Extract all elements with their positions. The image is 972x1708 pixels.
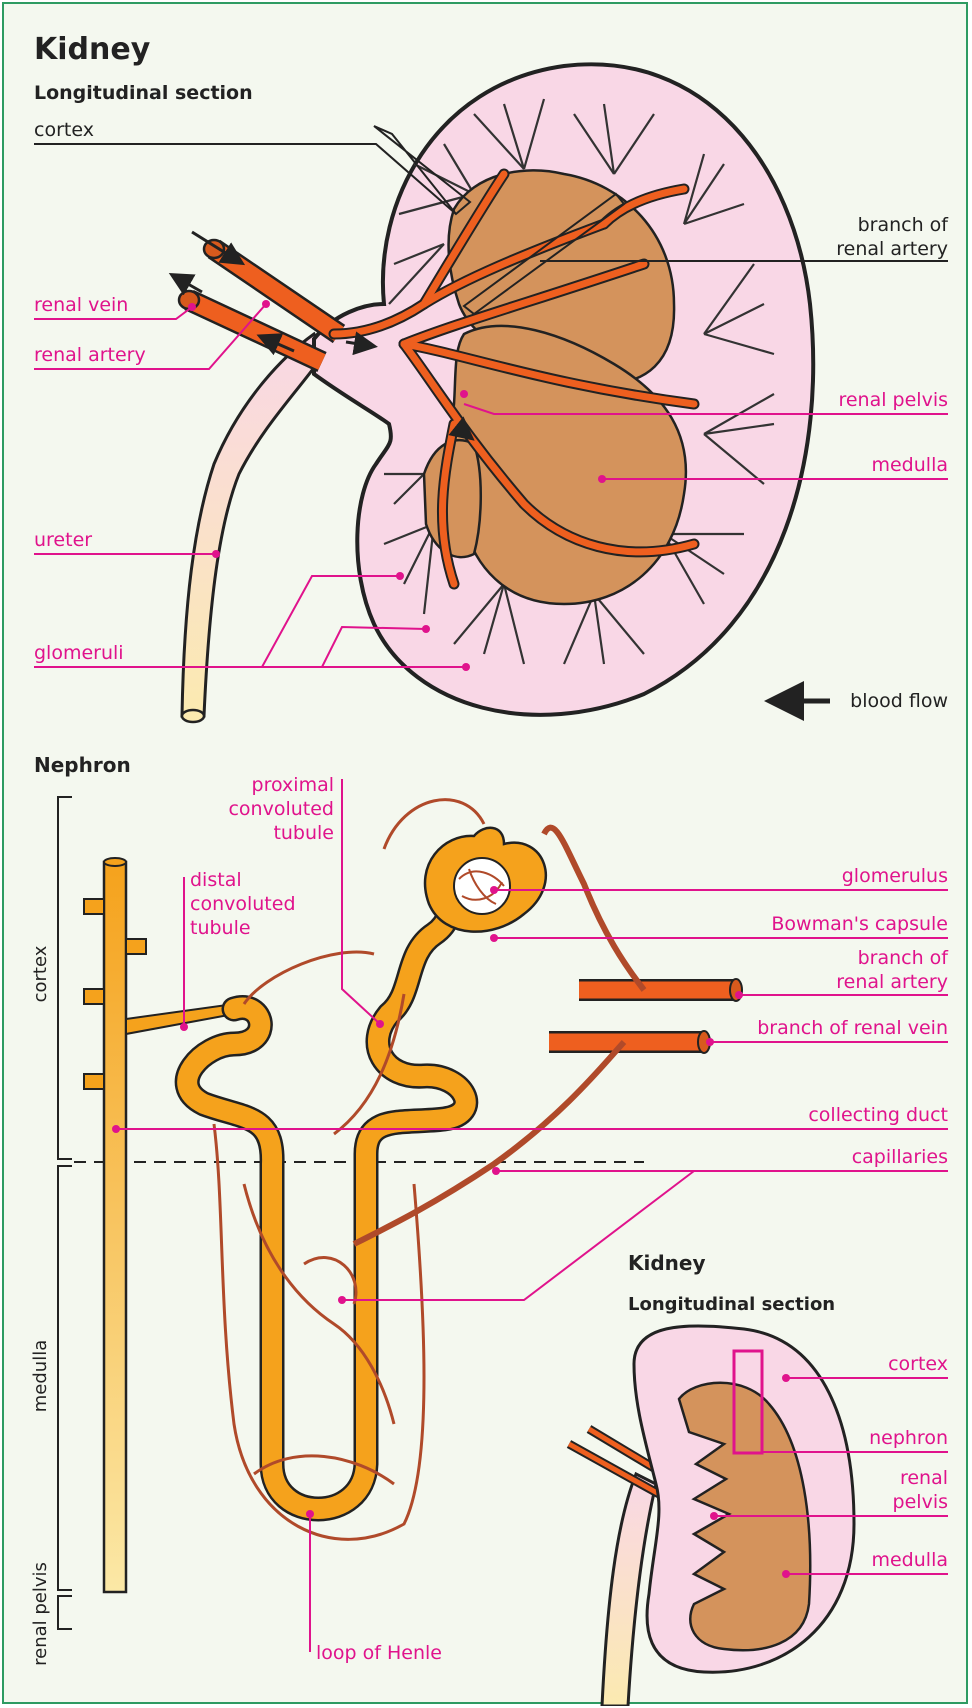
label-branch-artery-1: branch of: [858, 947, 950, 969]
label-blood-flow: blood flow: [850, 690, 948, 712]
label-cortex: cortex: [34, 119, 94, 141]
top-kidney: Kidney Longitudinal section cortex branc…: [34, 32, 949, 722]
nephron-title: Nephron: [34, 753, 131, 777]
label-capillaries: capillaries: [852, 1146, 948, 1168]
label-branch-renal-artery-2: renal artery: [836, 238, 948, 260]
small-kidney-subtitle: Longitudinal section: [628, 1294, 835, 1315]
label-renal-vein: renal vein: [34, 294, 128, 316]
zone-cortex: cortex: [30, 945, 51, 1002]
zone-brackets: [58, 797, 72, 1629]
label-branch-renal-artery-1: branch of: [858, 214, 950, 236]
small-kidney: Kidney Longitudinal section cortex nephr…: [569, 1251, 948, 1706]
small-label-cortex: cortex: [888, 1353, 948, 1375]
small-label-renal-pelvis-2: pelvis: [893, 1491, 948, 1513]
label-proximal-2: convoluted: [228, 798, 334, 820]
top-subtitle: Longitudinal section: [34, 82, 253, 104]
small-label-renal-pelvis-1: renal: [900, 1467, 948, 1489]
label-ureter: ureter: [34, 529, 92, 551]
small-label-medulla: medulla: [871, 1549, 948, 1571]
label-distal-3: tubule: [190, 917, 251, 939]
glomerulus: [454, 858, 510, 914]
label-branch-artery-2: renal artery: [836, 971, 948, 993]
bowmans-capsule: [425, 828, 546, 932]
kidney-diagram: Kidney Longitudinal section cortex branc…: [4, 4, 970, 1706]
label-medulla: medulla: [871, 454, 948, 476]
label-distal-2: convoluted: [190, 893, 296, 915]
label-proximal-1: proximal: [252, 774, 334, 796]
small-kidney-title: Kidney: [628, 1251, 706, 1275]
ureter: [182, 334, 324, 716]
zone-medulla: medulla: [30, 1340, 51, 1412]
label-collecting-duct: collecting duct: [808, 1104, 948, 1126]
label-bowmans-capsule: Bowman's capsule: [771, 913, 948, 935]
label-renal-artery: renal artery: [34, 344, 146, 366]
zone-renal-pelvis: renal pelvis: [30, 1562, 51, 1666]
small-ureter: [602, 1474, 656, 1706]
collecting-duct: [84, 858, 234, 1592]
label-distal-1: distal: [190, 869, 242, 891]
top-title: Kidney: [34, 32, 151, 67]
label-glomeruli: glomeruli: [34, 642, 124, 664]
label-branch-renal-vein: branch of renal vein: [757, 1017, 948, 1039]
label-proximal-3: tubule: [273, 822, 334, 844]
label-renal-pelvis: renal pelvis: [838, 389, 948, 411]
label-loop-of-henle: loop of Henle: [316, 1642, 442, 1664]
label-glomerulus: glomerulus: [842, 865, 948, 887]
small-label-nephron: nephron: [869, 1427, 948, 1449]
